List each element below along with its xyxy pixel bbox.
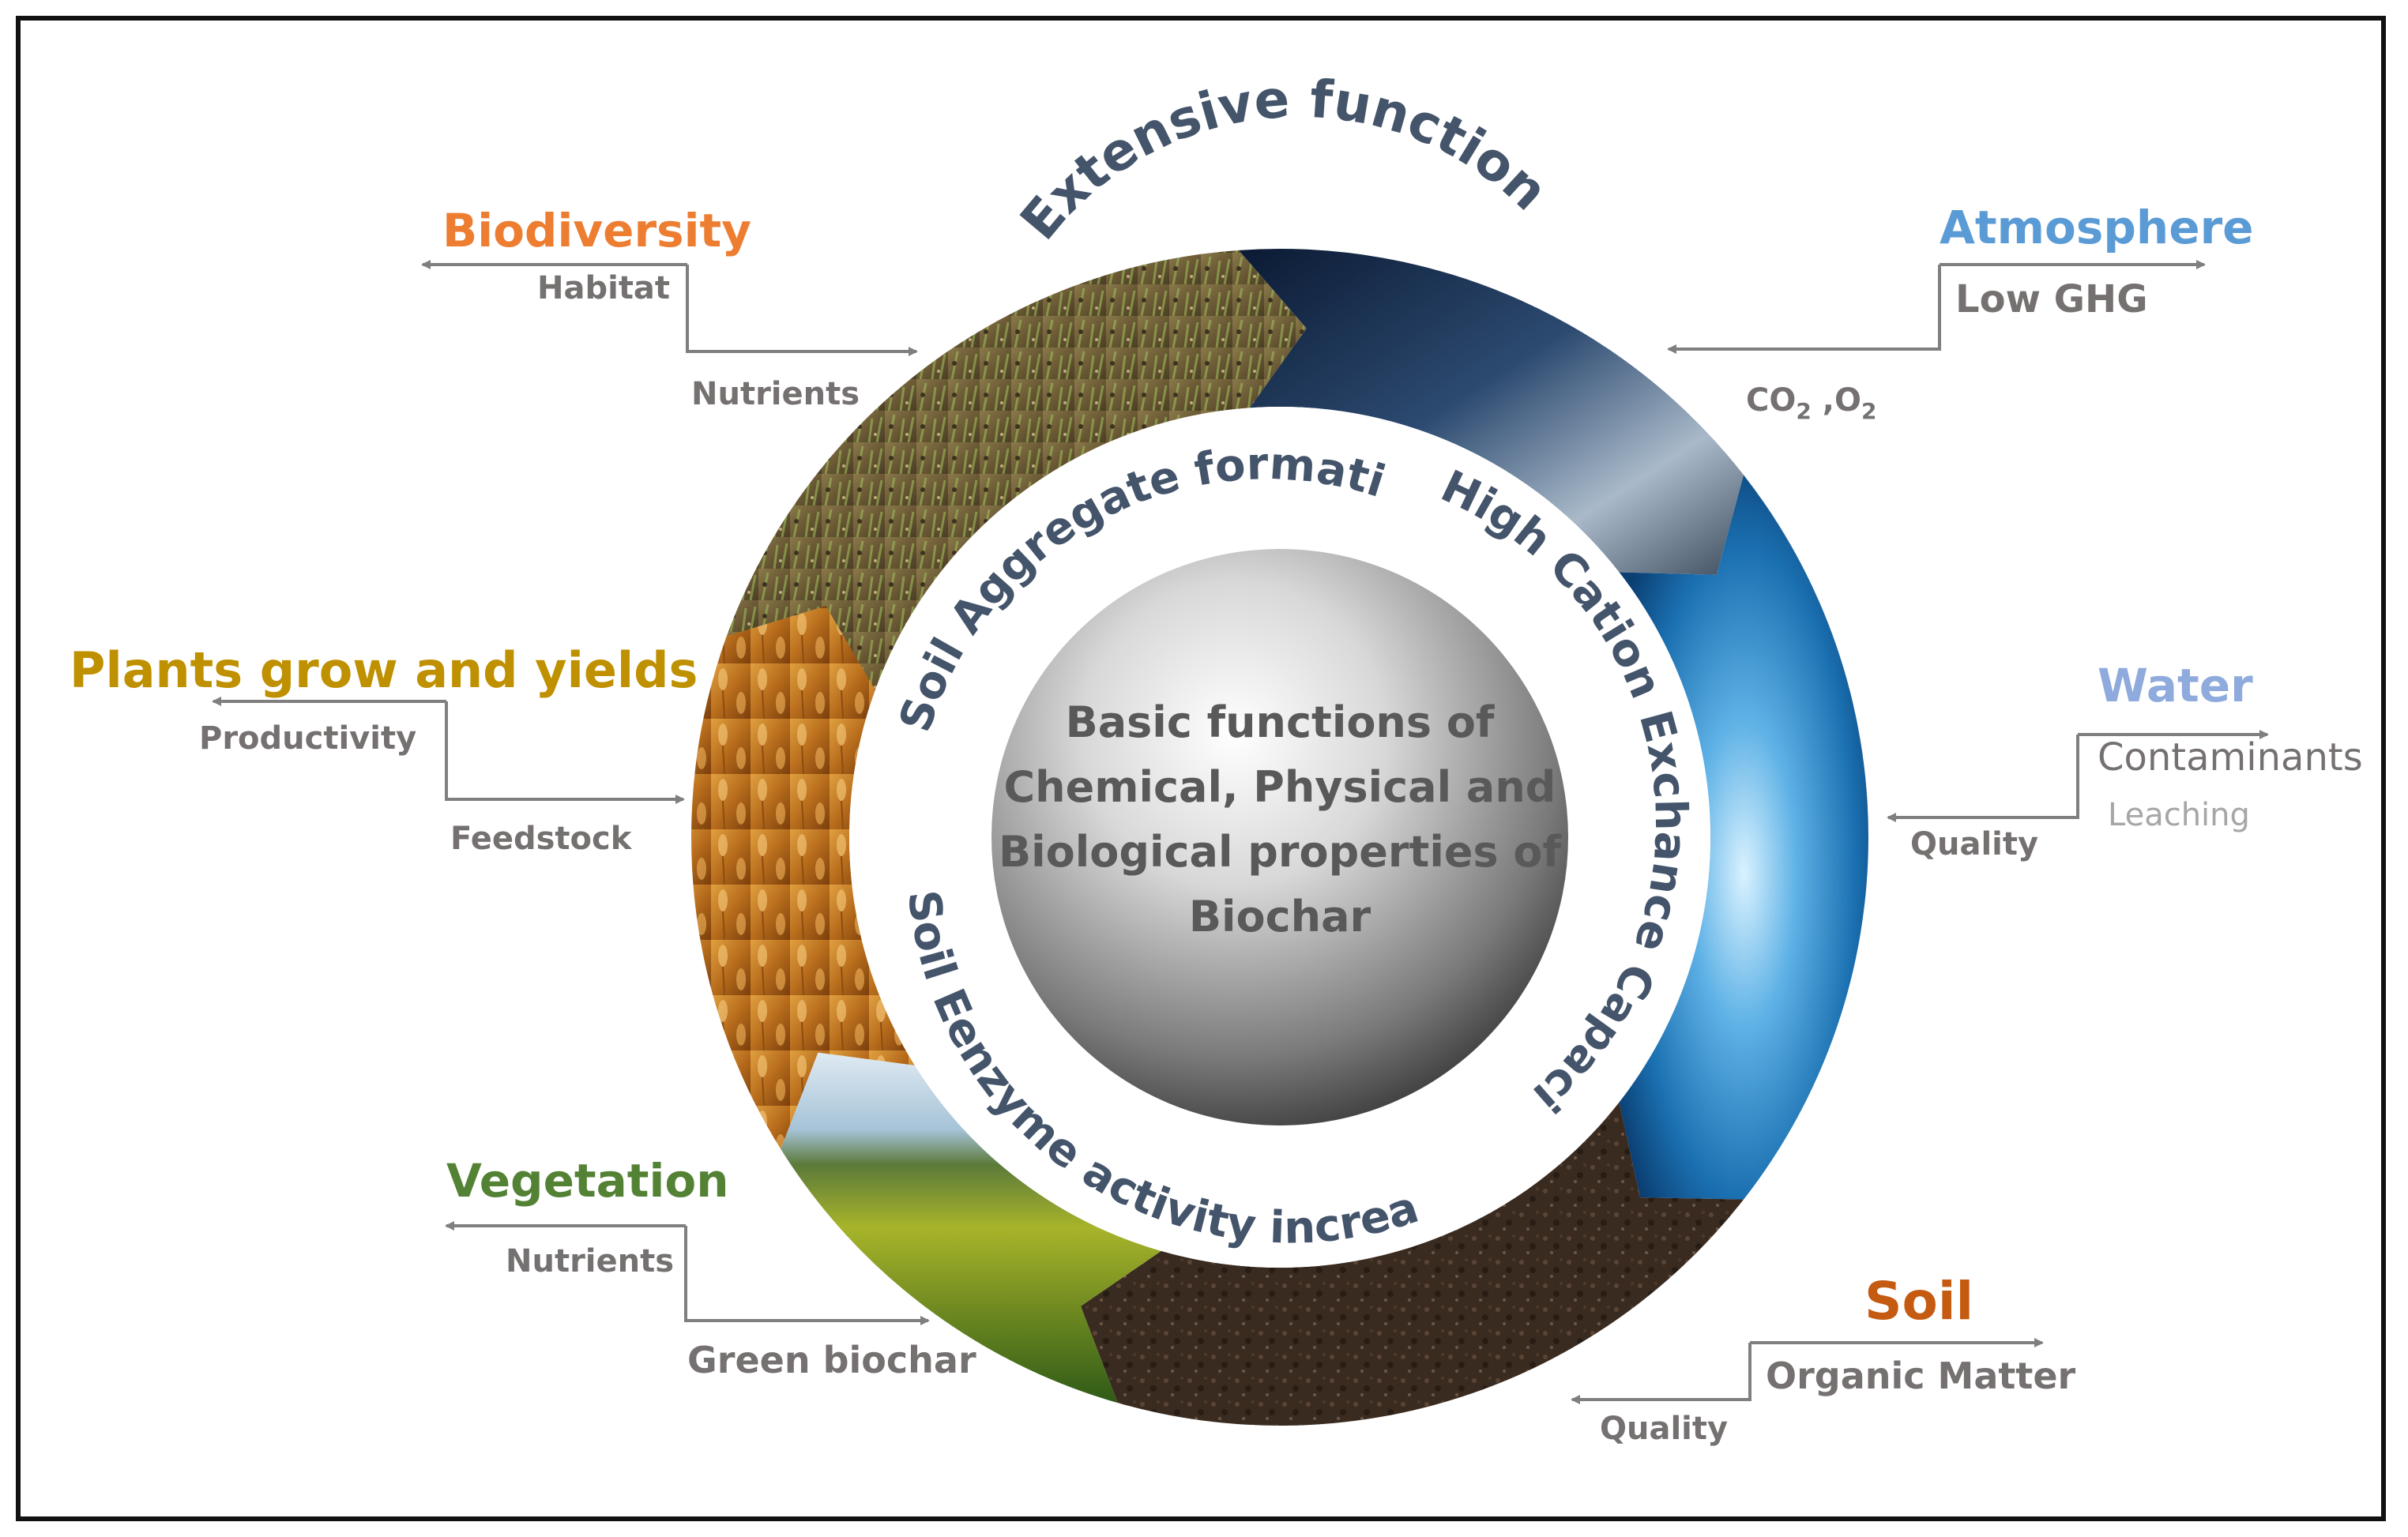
soil-out-label: Organic Matter bbox=[1766, 1355, 2076, 1397]
water-in-arrow bbox=[1887, 735, 2079, 822]
center-line-4: Biochar bbox=[1189, 892, 1371, 941]
soil-title: Soil bbox=[1864, 1271, 1973, 1332]
figure-border bbox=[16, 16, 2386, 1521]
center-line-2: Chemical, Physical and bbox=[1004, 762, 1556, 812]
outer-ring bbox=[691, 249, 1869, 1426]
atmosphere-out-label: Low GHG bbox=[1955, 277, 2148, 321]
atmosphere-title: Atmosphere bbox=[1940, 201, 2254, 254]
plants-in-arrow bbox=[445, 701, 685, 804]
segment-plants-image bbox=[691, 606, 915, 1149]
outer-title: Extensive functions bbox=[0, 0, 1560, 251]
connectors bbox=[212, 260, 2269, 1404]
soil-in-label: Quality bbox=[1600, 1411, 1728, 1447]
plants-in-label: Feedstock bbox=[450, 821, 633, 857]
segment-soil-image bbox=[1080, 1102, 1744, 1426]
biodiversity-in-label: Nutrients bbox=[691, 376, 860, 412]
biodiversity-title: Biodiversity bbox=[442, 204, 751, 257]
atmosphere-in-arrow bbox=[1667, 265, 1941, 354]
atmosphere-in-label: CO2 ,O2 bbox=[1746, 382, 1876, 424]
water-out-label-2: Leaching bbox=[2108, 797, 2250, 833]
segment-water-image bbox=[1619, 475, 1869, 1200]
segment-vegetation-image bbox=[781, 1052, 1161, 1404]
plants-title: Plants grow and yields bbox=[70, 641, 698, 699]
vegetation-out-label: Nutrients bbox=[506, 1243, 674, 1280]
water-out-label: Contaminants bbox=[2098, 735, 2363, 780]
vegetation-title: Vegetation bbox=[446, 1154, 729, 1208]
vegetation-in-arrow bbox=[684, 1226, 930, 1325]
center-line-1: Basic functions of bbox=[1066, 697, 1495, 747]
water-in-label: Quality bbox=[1910, 826, 2038, 862]
biodiversity-in-arrow bbox=[686, 265, 918, 356]
center-line-3: Biological properties of bbox=[999, 827, 1562, 877]
water-title: Water bbox=[2098, 659, 2253, 712]
function-labels: Biodiversity Habitat Nutrients Atmospher… bbox=[70, 201, 2363, 1447]
segment-atmosphere-image bbox=[1239, 249, 1744, 575]
soil-in-arrow bbox=[1571, 1343, 1751, 1404]
biodiversity-out-label: Habitat bbox=[537, 270, 670, 306]
vegetation-in-label: Green biochar bbox=[687, 1339, 976, 1381]
plants-out-label: Productivity bbox=[199, 720, 416, 757]
center-sphere bbox=[991, 549, 1568, 1126]
center-text: Basic functions of Chemical, Physical an… bbox=[999, 697, 1562, 941]
segment-biodiversity-image bbox=[720, 250, 1307, 705]
